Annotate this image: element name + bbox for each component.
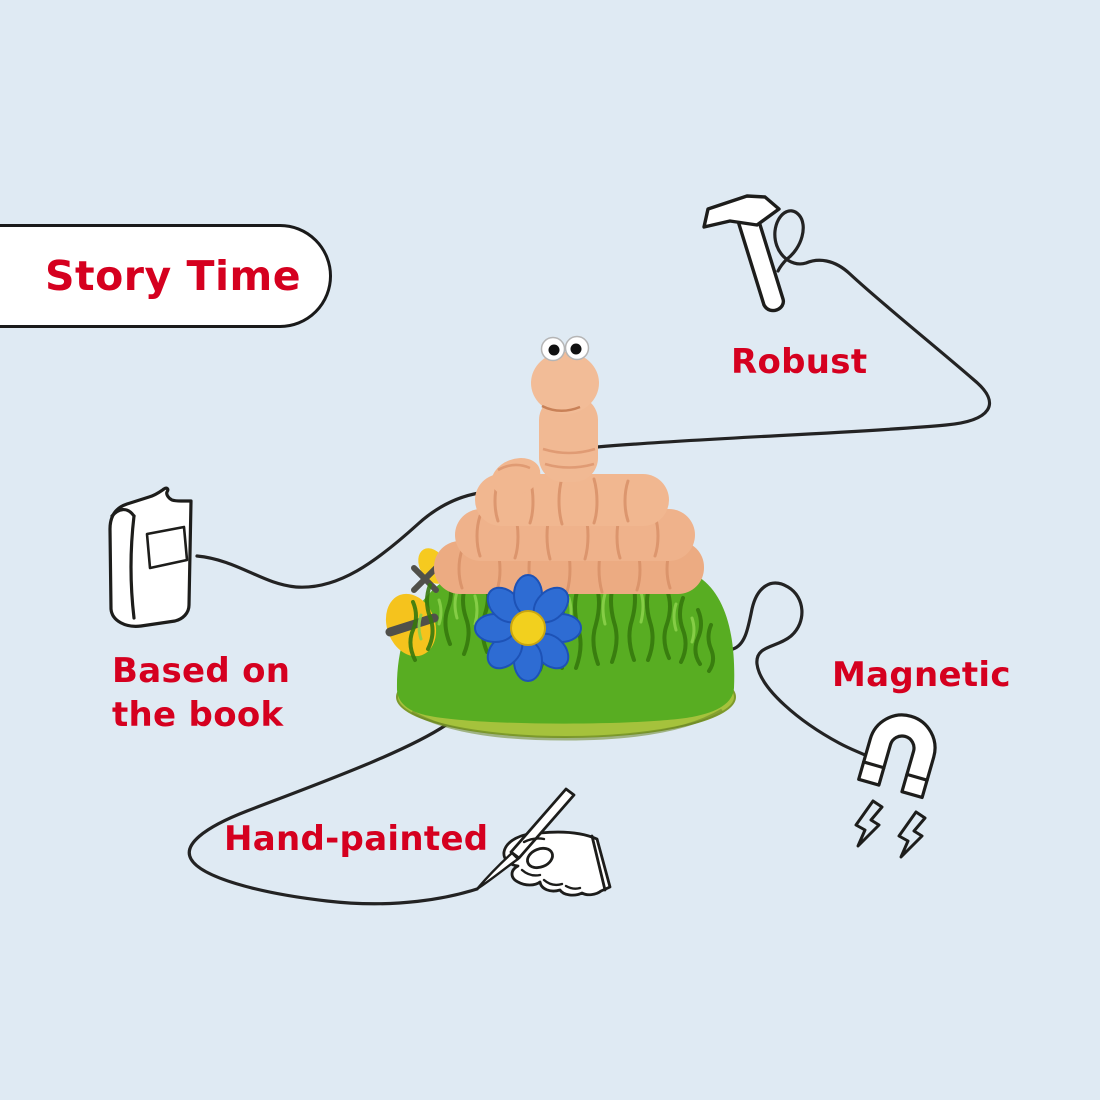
knuckle-creases bbox=[520, 837, 582, 890]
sleeve-cuff-line bbox=[590, 834, 607, 892]
connector-handpainted bbox=[187, 723, 479, 906]
neck-creases bbox=[542, 447, 596, 469]
hammer-handle bbox=[736, 213, 785, 313]
connector-lines bbox=[187, 209, 992, 906]
book-icon bbox=[108, 486, 193, 628]
book-page-roll bbox=[110, 508, 136, 518]
story-time-badge: Story Time bbox=[0, 224, 332, 328]
feature-label-line2: the book bbox=[112, 695, 284, 735]
worm-neck bbox=[539, 396, 598, 482]
feature-label-hand-painted: Hand-painted bbox=[224, 819, 489, 859]
magnet-icon bbox=[854, 713, 937, 859]
paintbrush-bristles bbox=[475, 851, 520, 891]
book-cover-label bbox=[145, 525, 189, 570]
pupil-left bbox=[548, 344, 560, 356]
spark-bolt-right bbox=[897, 810, 927, 859]
bee-stripe bbox=[385, 613, 439, 637]
worm-face bbox=[531, 352, 599, 414]
hand-paintbrush-icon bbox=[475, 787, 612, 897]
hammer-head bbox=[702, 194, 781, 229]
worm-coil bbox=[434, 458, 704, 594]
thumb bbox=[526, 846, 554, 870]
flower-centre bbox=[510, 610, 546, 646]
tail-knob-crease bbox=[497, 463, 531, 472]
connector-magnetic bbox=[731, 581, 869, 758]
connector-robust bbox=[595, 209, 992, 449]
pupil-right bbox=[570, 343, 582, 355]
book-spine-line bbox=[129, 514, 136, 620]
bee-legs bbox=[411, 563, 441, 593]
feature-label-magnetic: Magnetic bbox=[832, 655, 1011, 695]
feature-label-robust: Robust bbox=[731, 342, 868, 382]
spark-bolt-left bbox=[854, 799, 884, 848]
flower bbox=[474, 574, 582, 682]
feature-label-based-on-the-book: Based on the book bbox=[112, 649, 290, 737]
figurine-worm-on-grass bbox=[385, 335, 736, 741]
magnet-horseshoe bbox=[857, 713, 937, 800]
magnet-pole-bands bbox=[862, 760, 929, 782]
hammer-icon bbox=[702, 194, 785, 313]
figurine-base-shadow-edge bbox=[411, 708, 723, 741]
badge-label: Story Time bbox=[45, 252, 302, 300]
worm-smile bbox=[541, 404, 581, 412]
feature-label-line1: Based on bbox=[112, 651, 291, 691]
worm-head bbox=[531, 335, 599, 482]
connector-book bbox=[195, 491, 481, 589]
